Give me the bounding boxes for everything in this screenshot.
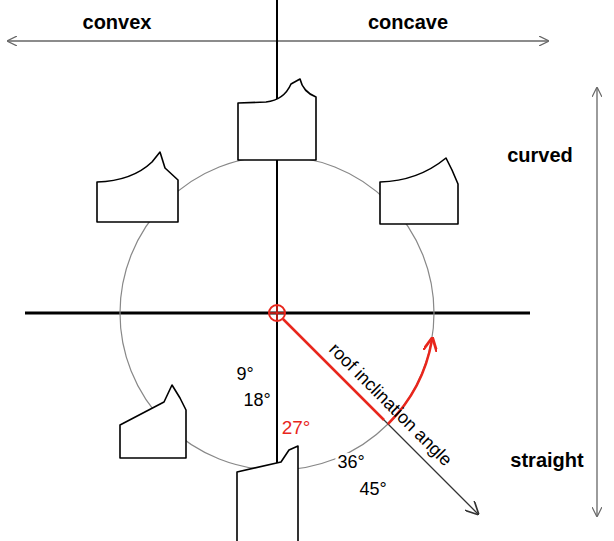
angle-value: 18° [241, 391, 272, 411]
axis-label: concave [366, 11, 450, 33]
axis-label: convex [81, 11, 154, 33]
building-icon [97, 152, 178, 222]
building-icon [237, 446, 298, 541]
angle-value: 9° [234, 365, 255, 385]
building-icon [120, 385, 186, 458]
origin-cross [276, 305, 278, 321]
axis-label: curved [505, 144, 575, 166]
angle-value: 45° [357, 480, 388, 500]
axis-title: roof inclination angle [323, 338, 457, 472]
curved-straight-arrow [596, 88, 597, 516]
building-icon [238, 79, 316, 160]
angle-value: 36° [335, 453, 366, 473]
building-icon [380, 158, 458, 224]
axis-label: straight [508, 449, 585, 471]
angle-value-highlight: 27° [280, 418, 313, 439]
origin-marker [269, 305, 285, 321]
vertical-axis [276, 0, 278, 541]
